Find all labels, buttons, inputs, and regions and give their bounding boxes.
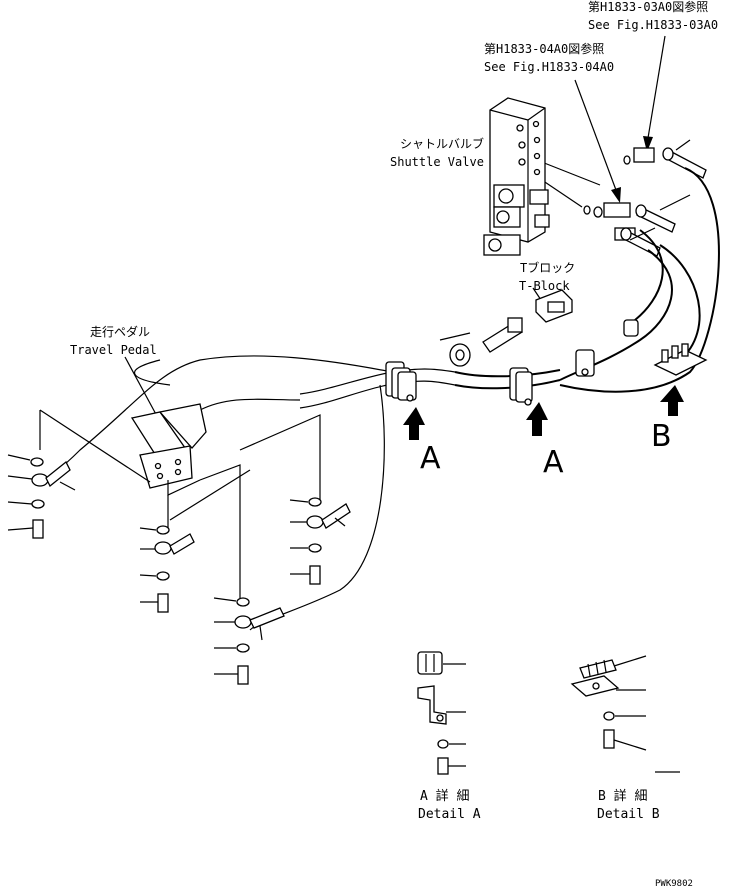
view-a-label-1: A [420, 441, 441, 476]
travel-pedal-en-label: Travel Pedal [70, 343, 157, 357]
drawing-number: PWK9802 [655, 879, 693, 889]
t-block [439, 289, 573, 367]
detail-b-jp-label: B 詳 細 [598, 788, 647, 804]
valve-fittings [583, 139, 707, 257]
fitting-stack-center-left [139, 525, 195, 613]
pedal-lines [39, 409, 321, 600]
detail-b [570, 655, 680, 773]
shuttle-valve [483, 97, 550, 256]
fitting-stack-bottom [213, 597, 285, 685]
fitting-stack-center [289, 497, 351, 585]
ref-04a0-en-label: See Fig.H1833-04A0 [484, 60, 614, 74]
detail-a-en-label: Detail A [418, 807, 481, 822]
view-arrows [403, 385, 684, 440]
t-block-en-label: T-Block [519, 279, 570, 293]
view-b-label: B [651, 419, 672, 454]
clamps [385, 319, 708, 406]
t-block-jp-label: Tブロック [520, 260, 575, 275]
shuttle-valve-jp-label: シャトルバルブ [400, 136, 484, 151]
detail-a [417, 651, 466, 775]
view-a-label-2: A [543, 445, 564, 480]
travel-pedal-jp-label: 走行ペダル [90, 324, 150, 339]
travel-pedal [130, 403, 207, 489]
ref-03a0-jp-label: 第H1833-03A0図参照 [588, 0, 708, 14]
detail-b-en-label: Detail B [597, 807, 660, 822]
ref-03a0-en-label: See Fig.H1833-03A0 [588, 18, 718, 32]
fitting-stack-left [7, 454, 76, 539]
shuttle-valve-en-label: Shuttle Valve [390, 155, 484, 169]
ref-04a0-jp-label: 第H1833-04A0図参照 [484, 41, 604, 56]
detail-a-jp-label: A 詳 細 [420, 788, 469, 804]
